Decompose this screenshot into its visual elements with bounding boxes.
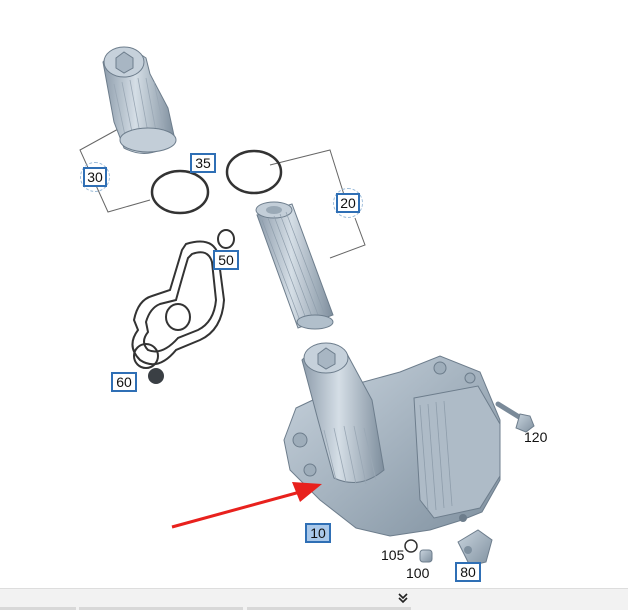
- pointer-arrow: [171, 482, 322, 529]
- callout-60[interactable]: 60: [111, 372, 137, 392]
- callout-30[interactable]: 30: [80, 162, 110, 192]
- callout-35[interactable]: 35: [190, 153, 216, 173]
- seal-105: [404, 539, 418, 553]
- callout-120[interactable]: 120: [524, 429, 548, 445]
- double-chevron-down-icon: [398, 593, 408, 604]
- oil-filter-cap-top: [102, 46, 177, 154]
- callout-50[interactable]: 50: [213, 250, 239, 270]
- o-ring-50: [217, 229, 235, 249]
- gasket-60: [131, 240, 226, 369]
- gasket-plug: [148, 368, 164, 384]
- plug-100: [419, 549, 433, 563]
- filter-element: [255, 201, 334, 330]
- callout-10[interactable]: 10: [305, 523, 331, 543]
- oil-filter-housing: [283, 342, 501, 537]
- callout-100[interactable]: 100: [406, 565, 430, 581]
- bolt-120: [495, 401, 535, 433]
- callout-80[interactable]: 80: [455, 562, 481, 582]
- bracket-20: [269, 149, 366, 259]
- callout-20[interactable]: 20: [333, 188, 363, 218]
- o-ring-35: [150, 169, 210, 215]
- parts-diagram: [79, 46, 535, 567]
- bottom-bar: [0, 588, 628, 610]
- sensor-80: [457, 529, 493, 567]
- callout-105[interactable]: 105: [381, 547, 405, 563]
- o-ring-20: [225, 149, 283, 195]
- expand-button[interactable]: [393, 590, 413, 606]
